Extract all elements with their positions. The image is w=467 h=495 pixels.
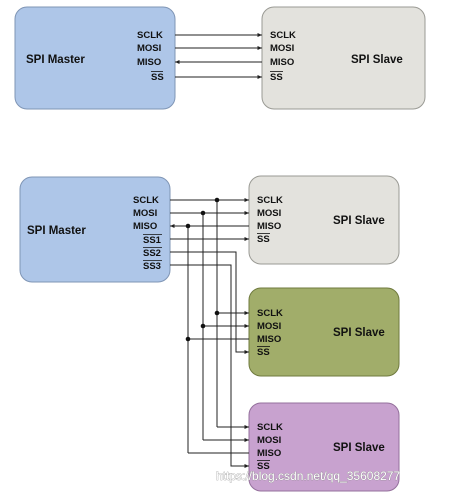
slave-box-gray	[248, 175, 400, 265]
slave-gray-pin-miso: MISO	[257, 221, 281, 232]
slave-purple-pin-ss: SS	[257, 461, 270, 472]
slave-box-olive	[248, 287, 400, 377]
master-pin-miso-2: MISO	[133, 221, 157, 232]
slave-olive-pin-miso: MISO	[257, 334, 281, 345]
bus-wiring	[170, 198, 249, 468]
slave-purple-pin-mosi: MOSI	[257, 435, 281, 446]
master-title-2: SPI Master	[27, 225, 86, 237]
slave-purple-pin-sclk: SCLK	[257, 422, 283, 433]
master-title-1: SPI Master	[26, 54, 85, 66]
watermark: https://blog.csdn.net/qq_35608277	[216, 469, 400, 483]
junction-dot	[200, 210, 206, 216]
connections-1	[175, 33, 262, 79]
wire-mosi-bus	[170, 212, 204, 440]
master-pin-mosi-1: MOSI	[137, 43, 161, 54]
master-pin-ss1: SS1	[143, 235, 162, 246]
single-slave-diagram: SPI Master SCLK MOSI MISO SS SPI Slave S…	[14, 6, 426, 110]
junction-dot	[214, 310, 220, 316]
multi-slave-diagram: SPI Master SCLK MOSI MISO SS1 SS2 SS3 SP…	[19, 175, 400, 492]
master-box-1	[14, 6, 176, 110]
master-pin-ss2: SS2	[143, 248, 161, 259]
slave-box-purple	[248, 402, 400, 492]
slave-pin-ss-1: SS	[270, 72, 283, 83]
wire-ss2	[170, 251, 249, 354]
master-pin-sclk-2: SCLK	[133, 195, 159, 206]
master-pin-mosi-2: MOSI	[133, 208, 157, 219]
slave-olive-pin-sclk: SCLK	[257, 308, 283, 319]
master-pin-sclk-1: SCLK	[137, 30, 163, 41]
master-pin-ss-1: SS	[151, 72, 164, 83]
slave-olive-pin-mosi: MOSI	[257, 321, 281, 332]
slave-olive-pin-ss: SS	[257, 347, 270, 358]
slave-gray-pin-ss: SS	[257, 234, 270, 245]
slave-pin-sclk-1: SCLK	[270, 30, 296, 41]
slave-title-gray: SPI Slave	[333, 215, 385, 227]
master-pin-ss3: SS3	[143, 261, 161, 272]
master-box-2	[19, 176, 171, 283]
slave-box-1	[261, 6, 426, 110]
junction-dots	[185, 197, 220, 342]
master-pin-miso-1: MISO	[137, 57, 161, 68]
slave-purple-pin-miso: MISO	[257, 448, 281, 459]
wire-ss3	[170, 264, 249, 468]
slave-gray-pin-mosi: MOSI	[257, 208, 281, 219]
slave-title-olive: SPI Slave	[333, 327, 385, 339]
slave-title-purple: SPI Slave	[333, 442, 385, 454]
junction-dot	[185, 223, 191, 229]
wire-sclk-bus	[170, 199, 218, 427]
junction-dot	[200, 323, 206, 329]
slave-gray-pin-sclk: SCLK	[257, 195, 283, 206]
junction-dot	[214, 197, 220, 203]
slave-pin-mosi-1: MOSI	[270, 43, 294, 54]
slave-pin-miso-1: MISO	[270, 57, 294, 68]
slave-title-1: SPI Slave	[351, 54, 403, 66]
junction-dot	[185, 336, 191, 342]
